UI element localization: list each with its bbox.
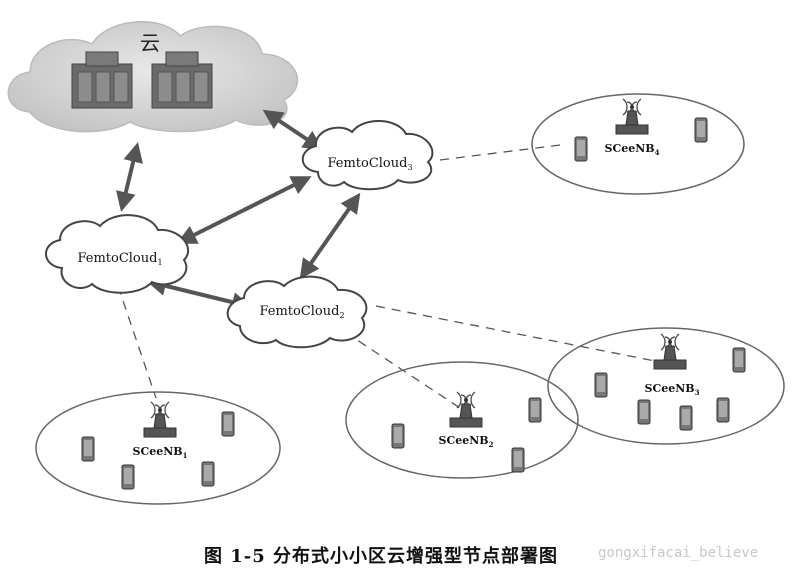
cell-area-3 [547, 327, 785, 445]
arrow-fc3-fc2 [299, 192, 361, 280]
sceenb-4-label: SCeeNB4 [605, 142, 660, 157]
cell-area-2 [345, 361, 579, 479]
device-icon [716, 397, 730, 423]
link-fc2-sceenb3 [375, 305, 661, 363]
link-fc3-sceenb4 [439, 144, 561, 161]
device-icon [732, 347, 746, 373]
device-icon [574, 136, 588, 162]
watermark: gongxifacai_believe [598, 545, 759, 561]
backhaul-arrows [116, 109, 361, 312]
cell-area-1 [35, 391, 281, 505]
arrow-fc1-fc3 [176, 176, 312, 244]
sceenb-1-label: SCeeNB1 [133, 445, 188, 460]
device-icon [637, 399, 651, 425]
base-station-icon [449, 391, 483, 428]
deployment-diagram: 云 FemtoCloud3 FemtoCloud1 FemtoCloud2 [7, 20, 785, 505]
arrow-central-fc3 [262, 109, 324, 151]
central-cloud-label: 云 [140, 31, 160, 55]
device-icon [694, 117, 708, 143]
device-icon [121, 464, 135, 490]
sceenb-3-label: SCeeNB3 [645, 382, 700, 397]
femtocloud-3-label: FemtoCloud3 [327, 156, 412, 172]
femtocloud-1: FemtoCloud1 [45, 214, 190, 294]
server-cluster-icon [151, 51, 213, 109]
device-icon [511, 447, 525, 473]
device-icon [679, 405, 693, 431]
figure-caption: 图 1-5 分布式小小区云增强型节点部署图 gongxifacai_believ… [0, 540, 810, 568]
caption-text: 图 1-5 分布式小小区云增强型节点部署图 [204, 546, 559, 567]
device-icon [391, 423, 405, 449]
link-fc1-sceenb1 [117, 285, 157, 399]
device-icon [201, 461, 215, 487]
server-cluster-icon [71, 51, 133, 109]
cell-area-4 [531, 93, 745, 195]
device-icon [528, 397, 542, 423]
sceenb-2-label: SCeeNB2 [439, 434, 494, 449]
base-station-icon [653, 333, 687, 370]
arrow-fc1-fc2 [146, 276, 252, 312]
femtocloud-1-label: FemtoCloud1 [77, 251, 162, 267]
device-icon [81, 436, 95, 462]
device-icon [594, 372, 608, 398]
femtocloud-3: FemtoCloud3 [301, 119, 434, 191]
femtocloud-2-label: FemtoCloud2 [259, 304, 344, 320]
device-icon [221, 411, 235, 437]
base-station-icon [143, 401, 177, 438]
arrow-central-fc1 [116, 142, 143, 212]
femtocloud-2: FemtoCloud2 [226, 275, 368, 349]
base-station-icon [615, 98, 649, 135]
